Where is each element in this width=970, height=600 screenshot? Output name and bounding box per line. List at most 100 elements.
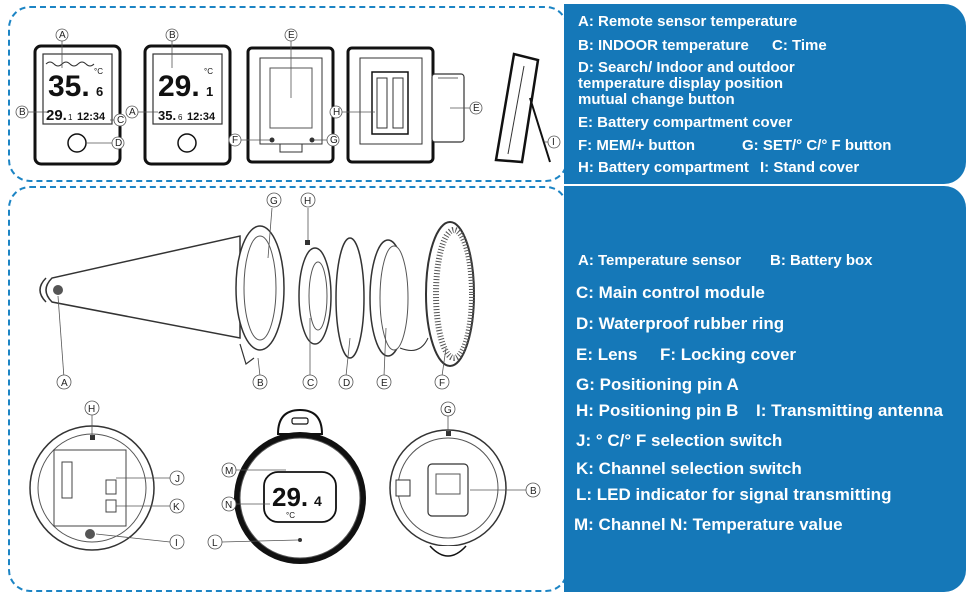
label-sensor-a: A [56, 374, 72, 390]
indoor-display-diagrams: 35. 6 °C 29. 1 12:34 A B C D 29. 1 °C 35… [15, 28, 561, 166]
label-sensor-b: B [252, 374, 268, 390]
svg-text:C: C [117, 115, 124, 126]
svg-text:E: E [381, 378, 388, 389]
svg-text:M: M [225, 466, 233, 477]
legend-sensor-f: F: Locking cover [660, 345, 797, 364]
svg-text:D: D [343, 378, 350, 389]
legend-d-line2: temperature display position [578, 75, 784, 92]
svg-text:I: I [552, 137, 555, 148]
label-a2: A [125, 105, 139, 119]
svg-text:H: H [304, 196, 311, 207]
display-front-view: 35. 6 °C 29. 1 12:34 A B C D [15, 28, 127, 166]
legend-d-line3: mutual change button [578, 91, 735, 108]
legend-b-indoor: B: INDOOR temperature [578, 37, 749, 54]
svg-text:B: B [169, 30, 176, 41]
legend-a-remote-sensor: A: Remote sensor temperature [578, 13, 798, 30]
display-side-view: I [494, 52, 561, 164]
legend-sensor-n: N: Temperature value [670, 515, 843, 534]
label-sensor-g: G [266, 192, 282, 208]
label-sensor-c: C [302, 374, 318, 390]
sensor-display-view: 29. 4 °C M N L [207, 408, 366, 564]
label-i: I [547, 135, 561, 149]
legend-sensor-d: D: Waterproof rubber ring [576, 314, 785, 333]
svg-text:I: I [175, 538, 178, 549]
legend-i-stand-cover: I: Stand cover [760, 159, 860, 176]
swapped-sub-decimal: 6 [178, 113, 183, 122]
svg-text:H: H [88, 404, 95, 415]
swapped-main-temp: 29. [158, 70, 200, 103]
sensor-display-temp: 29. [272, 482, 308, 512]
svg-text:E: E [473, 103, 480, 114]
swapped-main-decimal: 1 [206, 84, 213, 99]
sensor-diagrams: A G B H C D E F H J K I 29. 4 °C [29, 192, 541, 564]
legend-sensor-c: C: Main control module [576, 283, 765, 302]
swapped-sub-temp: 35. [158, 108, 176, 123]
legend-f-mem-button: F: MEM/+ button [578, 137, 696, 154]
legend-e-battery-cover: E: Battery compartment cover [578, 114, 793, 131]
label-sensor-h: H [300, 192, 316, 208]
label-sensor-n: N [221, 496, 237, 512]
legend-sensor-j: J: ° C/° F selection switch [576, 431, 783, 450]
swapped-time: 12:34 [187, 111, 216, 123]
label-sensor-l: L [207, 534, 223, 550]
label-e2: E [469, 101, 483, 115]
legend-sensor-e: E: Lens [576, 345, 638, 364]
label-sensor-b2: B [525, 482, 541, 498]
svg-text:A: A [59, 30, 66, 41]
sensor-exploded-view: A G B H C D E F [39, 192, 475, 390]
label-sensor-k: K [169, 498, 185, 514]
legend-sensor-g: G: Positioning pin A [576, 375, 739, 394]
legend-sensor-m: M: Channel [574, 515, 666, 534]
sensor-display-unit: °C [286, 511, 295, 520]
svg-text:H: H [333, 107, 340, 118]
svg-text:D: D [115, 138, 122, 149]
swapped-unit: °C [204, 67, 213, 76]
svg-text:G: G [270, 196, 278, 207]
svg-text:K: K [173, 502, 180, 513]
svg-text:F: F [232, 135, 238, 146]
display-back-open: H [329, 46, 435, 164]
legend-sensor-k: K: Channel selection switch [576, 459, 802, 478]
display-indoor-decimal: 1 [68, 113, 73, 122]
svg-text:F: F [439, 378, 445, 389]
label-sensor-d: D [338, 374, 354, 390]
label-d: D [111, 136, 125, 150]
display-back-cover: E F G [228, 28, 340, 164]
sensor-display-decimal: 4 [314, 493, 322, 509]
svg-text:G: G [330, 135, 338, 146]
label-a: A [55, 28, 69, 42]
svg-text:N: N [225, 500, 232, 511]
display-time: 12:34 [77, 111, 106, 123]
svg-text:A: A [61, 378, 68, 389]
svg-text:C: C [307, 378, 314, 389]
display-swapped-view: 29. 1 °C 35. 6 12:34 B A [125, 28, 232, 166]
label-g: G [326, 133, 340, 147]
display-unit: °C [94, 67, 103, 76]
sensor-circuit-view: H J K I [29, 400, 185, 551]
battery-cover-piece: E [431, 73, 483, 143]
svg-text:J: J [175, 474, 180, 485]
svg-text:B: B [530, 486, 537, 497]
svg-text:G: G [444, 405, 452, 416]
svg-text:A: A [129, 107, 136, 118]
label-c: C [113, 113, 127, 127]
display-outdoor-temp: 35. [48, 70, 90, 103]
legend-g-set-button: G: SET/° C/° F button [742, 137, 892, 154]
label-b: B [15, 105, 29, 119]
legend-sensor-a: A: Temperature sensor [578, 252, 742, 269]
svg-text:B: B [19, 107, 26, 118]
label-sensor-j: J [169, 470, 185, 486]
svg-text:B: B [257, 378, 264, 389]
label-sensor-i: I [169, 534, 185, 550]
legend-sensor-h: H: Positioning pin B [576, 401, 739, 420]
label-sensor-g2: G [440, 401, 456, 417]
label-b2: B [165, 28, 179, 42]
display-outdoor-decimal: 6 [96, 84, 103, 99]
legend-d-line1: D: Search/ Indoor and outdoor [578, 59, 795, 76]
label-sensor-m: M [221, 462, 237, 478]
display-indoor-temp: 29. [46, 107, 67, 124]
legend-sensor-i: I: Transmitting antenna [756, 401, 944, 420]
top-legend-panel: A: Remote sensor temperature B: INDOOR t… [564, 4, 966, 184]
legend-h-battery-compartment: H: Battery compartment [578, 159, 749, 176]
